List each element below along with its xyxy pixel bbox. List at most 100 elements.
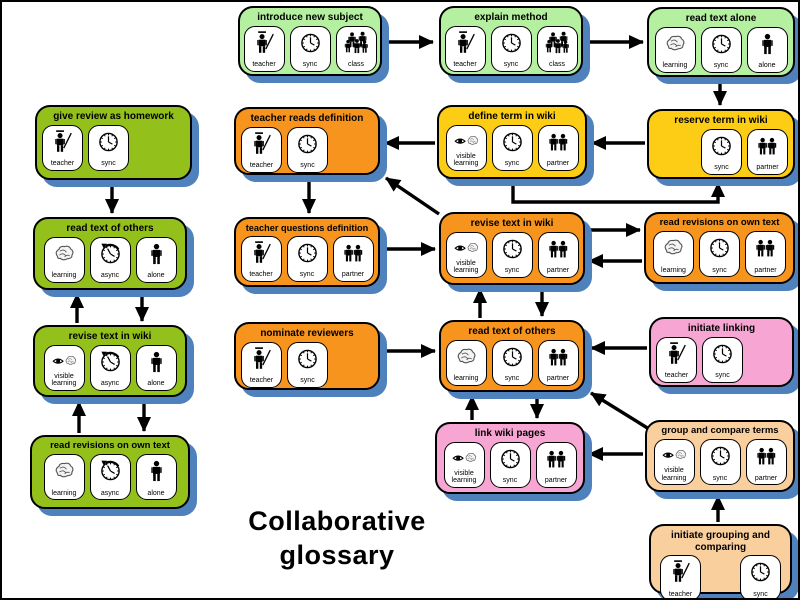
card-label: sync (502, 477, 518, 485)
class-icon (545, 31, 569, 53)
card-label: sync (712, 266, 727, 274)
teacher-icon (256, 30, 274, 53)
alone-card: alone (135, 344, 177, 391)
card-label: teacher (50, 160, 75, 168)
teacher-card: teacher (444, 25, 486, 72)
partner-card: partner (745, 438, 787, 485)
teacher-icon (55, 129, 72, 152)
activity-cards: sync partner (649, 128, 793, 180)
card-label: async (100, 380, 120, 388)
learning-icon (55, 462, 73, 478)
partner-icon (756, 447, 775, 465)
learning-card: learning (654, 26, 696, 73)
sync-icon (713, 344, 732, 363)
alone-card: alone (135, 453, 177, 500)
sync-icon (502, 132, 522, 151)
sync-icon (297, 243, 317, 262)
sync-card: sync (491, 231, 533, 278)
node-title: explain method (474, 12, 548, 23)
sync-icon (298, 349, 317, 368)
flow-arrow (385, 176, 440, 216)
node-title: initiate linking (687, 323, 756, 334)
visible-learning-card: visible learning (445, 231, 487, 278)
diagram-title: Collaborative glossary (212, 505, 462, 573)
async-icon (100, 460, 120, 481)
card-label: sync (504, 160, 520, 168)
sync-icon (501, 33, 521, 52)
sync-card: sync (490, 25, 532, 72)
sync-card: sync (88, 124, 129, 171)
node-title: read text of others (66, 223, 154, 234)
alone-icon (761, 33, 773, 54)
learning-card: learning (43, 453, 85, 500)
sync-card: sync (286, 235, 328, 282)
sync-icon (99, 132, 118, 151)
teacher-icon (673, 560, 690, 582)
sync-card: sync (702, 336, 743, 383)
partner-card: partner (745, 230, 786, 277)
card-label: visible learning (661, 467, 687, 482)
activity-cards: teacher sync (651, 555, 790, 598)
card-label: teacher (252, 61, 276, 69)
learning-card: learning (653, 230, 694, 277)
partner-card: partner (537, 339, 579, 386)
card-label: sync (715, 372, 730, 380)
teacher-card: teacher (243, 25, 285, 72)
node-title: reserve term in wiki (674, 115, 768, 126)
learning-icon (664, 239, 683, 255)
card-label: teacher (249, 271, 273, 279)
alone-icon (150, 460, 162, 481)
partner-icon (548, 348, 567, 365)
teacher-icon (254, 131, 271, 154)
class-card: class (536, 25, 578, 72)
async-card: async (89, 236, 131, 283)
visible-learning-card: visible learning (443, 441, 485, 488)
visible-learning-icon (451, 452, 476, 462)
sync-card: sync (489, 441, 531, 488)
teacher-card: teacher (660, 555, 701, 598)
card-label: sync (714, 164, 729, 172)
sync-icon (751, 562, 770, 582)
async-card: async (89, 344, 131, 391)
card-label: learning (662, 62, 688, 70)
sync-card: sync (700, 26, 742, 73)
node-title: initiate grouping and comparing (671, 530, 770, 553)
card-label: sync (299, 271, 315, 279)
async-icon (100, 243, 120, 263)
card-label: visible learning (453, 259, 479, 275)
teacher-icon (457, 30, 475, 53)
sync-card: sync (740, 555, 781, 598)
sync-card: sync (287, 126, 328, 173)
teacher-card: teacher (240, 235, 282, 282)
teacher-card: teacher (241, 341, 282, 388)
card-label: class (348, 61, 364, 69)
flow-arrow (590, 391, 650, 431)
card-label: visible learning (453, 152, 479, 168)
sync-card: sync (699, 438, 741, 485)
card-label: sync (300, 162, 315, 170)
partner-card: partner (747, 128, 788, 175)
sync-card: sync (289, 25, 331, 72)
node-title: define term in wiki (468, 111, 556, 122)
node-title: teacher questions definition (245, 223, 369, 233)
sync-icon (711, 34, 731, 53)
alone-card: alone (135, 236, 177, 283)
card-label: learning (661, 266, 686, 274)
learning-card: learning (43, 236, 85, 283)
